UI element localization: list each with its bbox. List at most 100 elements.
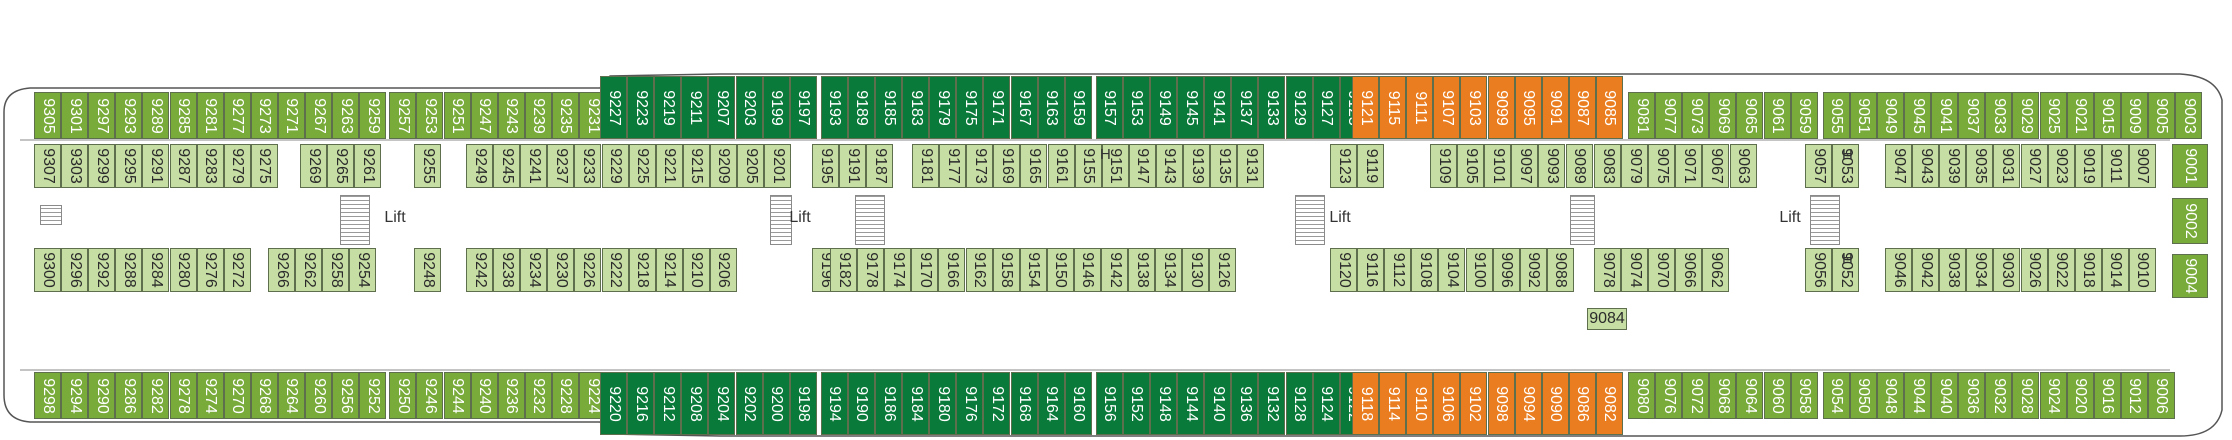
cabin-9141[interactable]: 9141 [1204, 76, 1232, 139]
cabin-9026[interactable]: 9026 [2020, 248, 2048, 292]
cabin-9147[interactable]: 9147 [1128, 144, 1156, 188]
cabin-9151[interactable]: 9151 [1101, 144, 1129, 188]
cabin-9003[interactable]: 9003 [2175, 92, 2203, 139]
cabin-9210[interactable]: 9210 [682, 248, 710, 292]
cabin-9102[interactable]: 9102 [1460, 372, 1488, 435]
cabin-9220[interactable]: 9220 [600, 372, 628, 435]
cabin-9038[interactable]: 9038 [1939, 248, 1967, 292]
cabin-9207[interactable]: 9207 [708, 76, 736, 139]
cabin-9060[interactable]: 9060 [1763, 372, 1791, 419]
cabin-9098[interactable]: 9098 [1487, 372, 1515, 435]
cabin-9203[interactable]: 9203 [735, 76, 763, 139]
cabin-9019[interactable]: 9019 [2074, 144, 2102, 188]
cabin-9179[interactable]: 9179 [929, 76, 957, 139]
cabin-9047[interactable]: 9047 [1885, 144, 1913, 188]
cabin-9099[interactable]: 9099 [1487, 76, 1515, 139]
cabin-9146[interactable]: 9146 [1073, 248, 1101, 292]
cabin-9296[interactable]: 9296 [61, 248, 89, 292]
cabin-9105[interactable]: 9105 [1457, 144, 1485, 188]
cabin-9152[interactable]: 9152 [1122, 372, 1150, 435]
cabin-9199[interactable]: 9199 [762, 76, 790, 139]
cabin-9305[interactable]: 9305 [34, 92, 62, 139]
cabin-9182[interactable]: 9182 [830, 248, 858, 292]
cabin-9178[interactable]: 9178 [857, 248, 885, 292]
cabin-9111[interactable]: 9111 [1406, 76, 1434, 139]
cabin-9009[interactable]: 9009 [2120, 92, 2148, 139]
cabin-9070[interactable]: 9070 [1648, 248, 1676, 292]
cabin-9063[interactable]: 9063 [1729, 144, 1757, 188]
cabin-9028[interactable]: 9028 [2012, 372, 2040, 419]
cabin-9015[interactable]: 9015 [2093, 92, 2121, 139]
cabin-9076[interactable]: 9076 [1655, 372, 1683, 419]
cabin-9106[interactable]: 9106 [1433, 372, 1461, 435]
cabin-9002[interactable]: 9002 [2172, 198, 2208, 244]
cabin-9077[interactable]: 9077 [1655, 92, 1683, 139]
cabin-9173[interactable]: 9173 [966, 144, 994, 188]
cabin-9021[interactable]: 9021 [2066, 92, 2094, 139]
cabin-9131[interactable]: 9131 [1237, 144, 1265, 188]
cabin-9245[interactable]: 9245 [493, 144, 521, 188]
cabin-9137[interactable]: 9137 [1231, 76, 1259, 139]
cabin-9018[interactable]: 9018 [2074, 248, 2102, 292]
cabin-9059[interactable]: 9059 [1790, 92, 1818, 139]
cabin-9145[interactable]: 9145 [1177, 76, 1205, 139]
cabin-9260[interactable]: 9260 [305, 372, 333, 419]
cabin-9092[interactable]: 9092 [1519, 248, 1547, 292]
cabin-9138[interactable]: 9138 [1128, 248, 1156, 292]
cabin-9103[interactable]: 9103 [1460, 76, 1488, 139]
cabin-9087[interactable]: 9087 [1568, 76, 1596, 139]
cabin-9040[interactable]: 9040 [1931, 372, 1959, 419]
cabin-9039[interactable]: 9039 [1939, 144, 1967, 188]
cabin-9148[interactable]: 9148 [1150, 372, 1178, 435]
cabin-9136[interactable]: 9136 [1231, 372, 1259, 435]
cabin-9094[interactable]: 9094 [1514, 372, 1542, 435]
cabin-9275[interactable]: 9275 [250, 144, 278, 188]
cabin-9135[interactable]: 9135 [1210, 144, 1238, 188]
cabin-9132[interactable]: 9132 [1258, 372, 1286, 435]
cabin-9283[interactable]: 9283 [196, 144, 224, 188]
cabin-9186[interactable]: 9186 [875, 372, 903, 435]
cabin-9268[interactable]: 9268 [250, 372, 278, 419]
cabin-9007[interactable]: 9007 [2128, 144, 2156, 188]
cabin-9130[interactable]: 9130 [1182, 248, 1210, 292]
cabin-9115[interactable]: 9115 [1379, 76, 1407, 139]
cabin-9029[interactable]: 9029 [2012, 92, 2040, 139]
cabin-9253[interactable]: 9253 [416, 92, 444, 139]
cabin-9020[interactable]: 9020 [2066, 372, 2094, 419]
cabin-9124[interactable]: 9124 [1312, 372, 1340, 435]
cabin-9112[interactable]: 9112 [1384, 248, 1412, 292]
cabin-9241[interactable]: 9241 [520, 144, 548, 188]
cabin-9194[interactable]: 9194 [820, 372, 848, 435]
cabin-9183[interactable]: 9183 [902, 76, 930, 139]
cabin-9202[interactable]: 9202 [735, 372, 763, 435]
cabin-9035[interactable]: 9035 [1966, 144, 1994, 188]
cabin-9295[interactable]: 9295 [115, 144, 143, 188]
cabin-9167[interactable]: 9167 [1010, 76, 1038, 139]
cabin-9229[interactable]: 9229 [601, 144, 629, 188]
cabin-9086[interactable]: 9086 [1568, 372, 1596, 435]
cabin-9055[interactable]: 9055 [1822, 92, 1850, 139]
cabin-9074[interactable]: 9074 [1621, 248, 1649, 292]
cabin-9236[interactable]: 9236 [497, 372, 525, 419]
cabin-9057[interactable]: 9057 [1805, 144, 1833, 188]
cabin-9247[interactable]: 9247 [470, 92, 498, 139]
cabin-9233[interactable]: 9233 [574, 144, 602, 188]
cabin-9166[interactable]: 9166 [938, 248, 966, 292]
cabin-9161[interactable]: 9161 [1047, 144, 1075, 188]
cabin-9303[interactable]: 9303 [61, 144, 89, 188]
cabin-9042[interactable]: 9042 [1912, 248, 1940, 292]
cabin-9126[interactable]: 9126 [1209, 248, 1237, 292]
cabin-9081[interactable]: 9081 [1628, 92, 1656, 139]
cabin-9162[interactable]: 9162 [965, 248, 993, 292]
cabin-9114[interactable]: 9114 [1379, 372, 1407, 435]
cabin-9168[interactable]: 9168 [1010, 372, 1038, 435]
cabin-9225[interactable]: 9225 [628, 144, 656, 188]
cabin-9279[interactable]: 9279 [223, 144, 251, 188]
cabin-9200[interactable]: 9200 [762, 372, 790, 435]
cabin-9090[interactable]: 9090 [1541, 372, 1569, 435]
cabin-9212[interactable]: 9212 [654, 372, 682, 435]
cabin-9109[interactable]: 9109 [1430, 144, 1458, 188]
cabin-9198[interactable]: 9198 [789, 372, 817, 435]
cabin-9273[interactable]: 9273 [250, 92, 278, 139]
cabin-9244[interactable]: 9244 [443, 372, 471, 419]
